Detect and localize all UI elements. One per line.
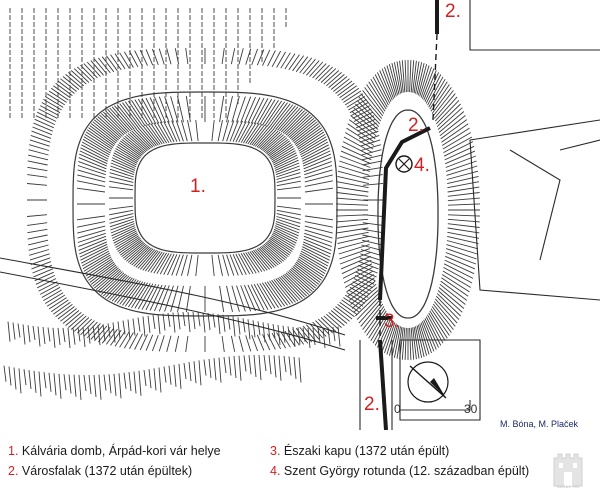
plot-line [399,339,481,421]
label-gate-south: 3. [384,311,400,332]
legend-item-4: 4. Szent György rotunda (12. században é… [270,464,529,478]
label-wall-north: 2. [445,1,461,22]
legend-item-2: 2. Városfalak (1372 után épültek) [8,464,192,478]
city-wall-dashed [432,33,438,121]
road-line [0,257,346,336]
legend-num-3: 3. [270,444,281,458]
legend-text-3: Északi kapu (1372 után épült) [283,444,450,458]
legend-num-4: 4. [270,464,281,478]
road-line [0,271,346,351]
legend-num-2: 2. [8,464,19,478]
hachure-hill-rampart [76,95,334,313]
north-arrow-icon [407,361,449,403]
map-drawing [0,0,600,430]
scale-end: 30 [464,402,478,416]
legend-text-4: Szent György rotunda (12. században épül… [283,464,530,478]
hill-plateau-edge [134,142,276,254]
plot-line [559,139,600,151]
hachure-hill-outer [26,47,384,353]
label-rotunda: 4. [414,155,430,176]
city-wall-east [378,126,431,301]
castle-logo-icon [553,453,583,487]
plot-line [469,0,600,51]
north-arrow-head [430,378,446,398]
hachure-layer [3,8,481,400]
map-credit: M. Bóna, M. Plaček [500,419,579,429]
label-wall-south: 2. [364,394,380,415]
hachure-town-spur [335,60,481,360]
plot-line [509,149,561,261]
plot-line [469,139,600,301]
legend: 1. Kálvária domb, Árpád-kori vár helye 2… [0,432,600,492]
label-gate-north: 2. [408,115,424,136]
legend-text-2: Városfalak (1372 után épültek) [21,464,193,478]
logo-caption: VARAK.HU [556,484,580,489]
legend-item-1: 1. Kálvária domb, Árpád-kori vár helye [8,444,221,458]
north-arrow-needle [409,365,447,399]
legend-text-1: Kálvária domb, Árpád-kori vár helye [21,444,221,458]
plot-line [469,119,600,141]
hachure-hill-inner [108,119,302,277]
scale-start: 0 [394,402,401,416]
legend-item-3: 3. Északi kapu (1372 után épült) [270,444,449,458]
label-hill: 1. [190,176,206,197]
scale-bar [399,400,471,411]
rotunda-cross-icon [398,158,410,170]
hill-outer-ditch [72,91,338,317]
town-spur-edge [377,109,439,319]
map-lines [0,0,600,430]
hachure-south-slopes [3,311,341,400]
city-wall-south [378,339,388,430]
hachure-north-hills [9,8,287,118]
legend-num-1: 1. [8,444,19,458]
